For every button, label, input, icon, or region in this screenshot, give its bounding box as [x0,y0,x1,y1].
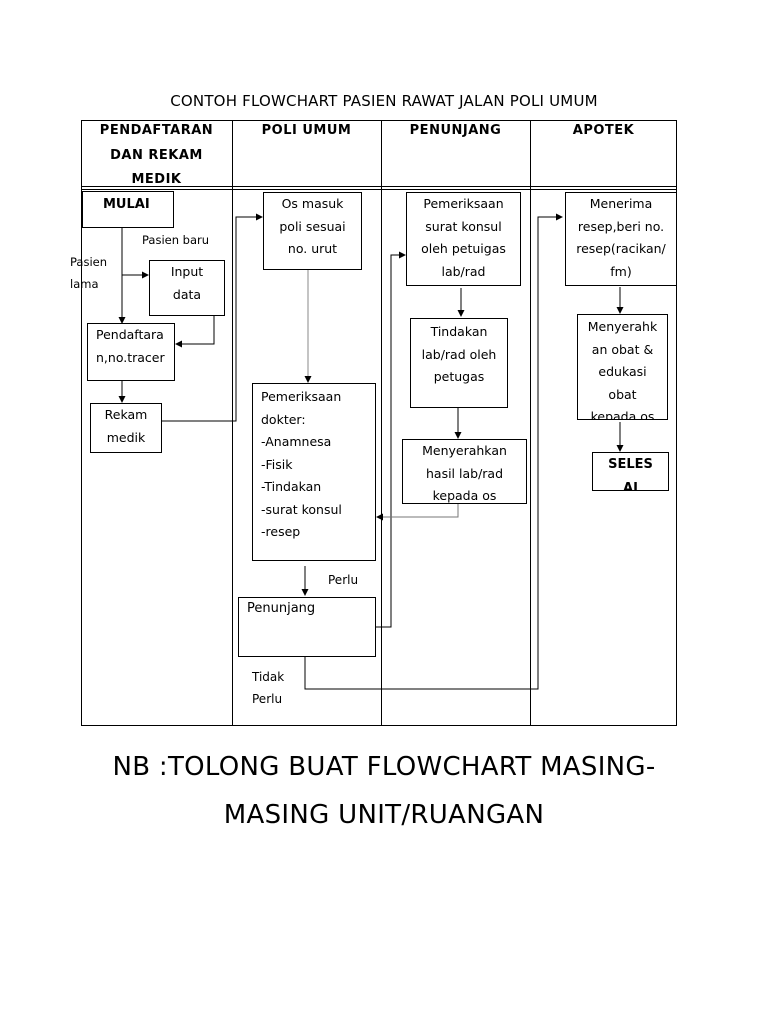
header-row-divider [81,186,677,187]
start-box-mulai: MULAI [82,191,174,228]
column-divider [232,120,233,726]
box-os-masuk-poli: Os masuk poli sesuai no. urut [263,192,362,270]
box-pendaftaran: Pendaftara n,no.tracer [87,323,175,381]
arrow-input-to-pendaftaran [175,315,215,348]
header-row-divider [81,189,677,190]
box-tindakan-lab: Tindakan lab/rad oleh petugas [410,318,508,408]
column-header-pendaftaran: PENDAFTARAN DAN REKAM MEDIK [99,123,214,187]
label-perlu: Perlu [328,573,359,587]
box-menerima-resep: Menerima resep,beri no. resep(racikan/ f… [565,192,677,286]
column-divider [381,120,382,726]
document-title: CONTOH FLOWCHART PASIEN RAWAT JALAN POLI… [170,92,598,110]
label-tidak-perlu: Tidak Perlu [252,670,285,706]
box-menyerahkan-obat: Menyerahk an obat & edukasi obat kepada … [577,314,668,420]
column-header-penunjang: PENUNJANG [409,123,502,138]
swimlane-table [81,120,677,726]
label-pasien-baru: Pasien baru [142,233,210,247]
arrow-rekam-osmasuk [162,213,263,422]
arrow-tidakperlu-apotek [304,213,563,690]
arrow-hasil-pemeriksaan [376,504,459,521]
box-menyerahkan-hasil: Menyerahkan hasil lab/rad kepada os [402,439,527,504]
box-pemeriksaan-dokter: Pemeriksaan dokter: -Anamnesa -Fisik -Ti… [252,383,376,561]
end-box-selesai: SELES AI [592,452,669,491]
column-header-poli-umum: POLI UMUM [261,123,352,138]
box-penunjang: Penunjang [238,597,376,657]
note-line-2: MASING UNIT/RUANGAN [223,800,545,830]
column-divider [530,120,531,726]
box-input-data: Input data [149,260,225,316]
note-line-1: NB :TOLONG BUAT FLOWCHART MASING- [112,752,656,782]
box-pemeriksaan-surat-konsul: Pemeriksaan surat konsul oleh petuigas l… [406,192,521,286]
label-pasien-lama: Pasien lama [70,255,108,291]
box-rekam-medik: Rekam medik [90,403,162,453]
arrow-penunjang-lab [376,251,406,628]
column-header-apotek: APOTEK [572,123,635,138]
